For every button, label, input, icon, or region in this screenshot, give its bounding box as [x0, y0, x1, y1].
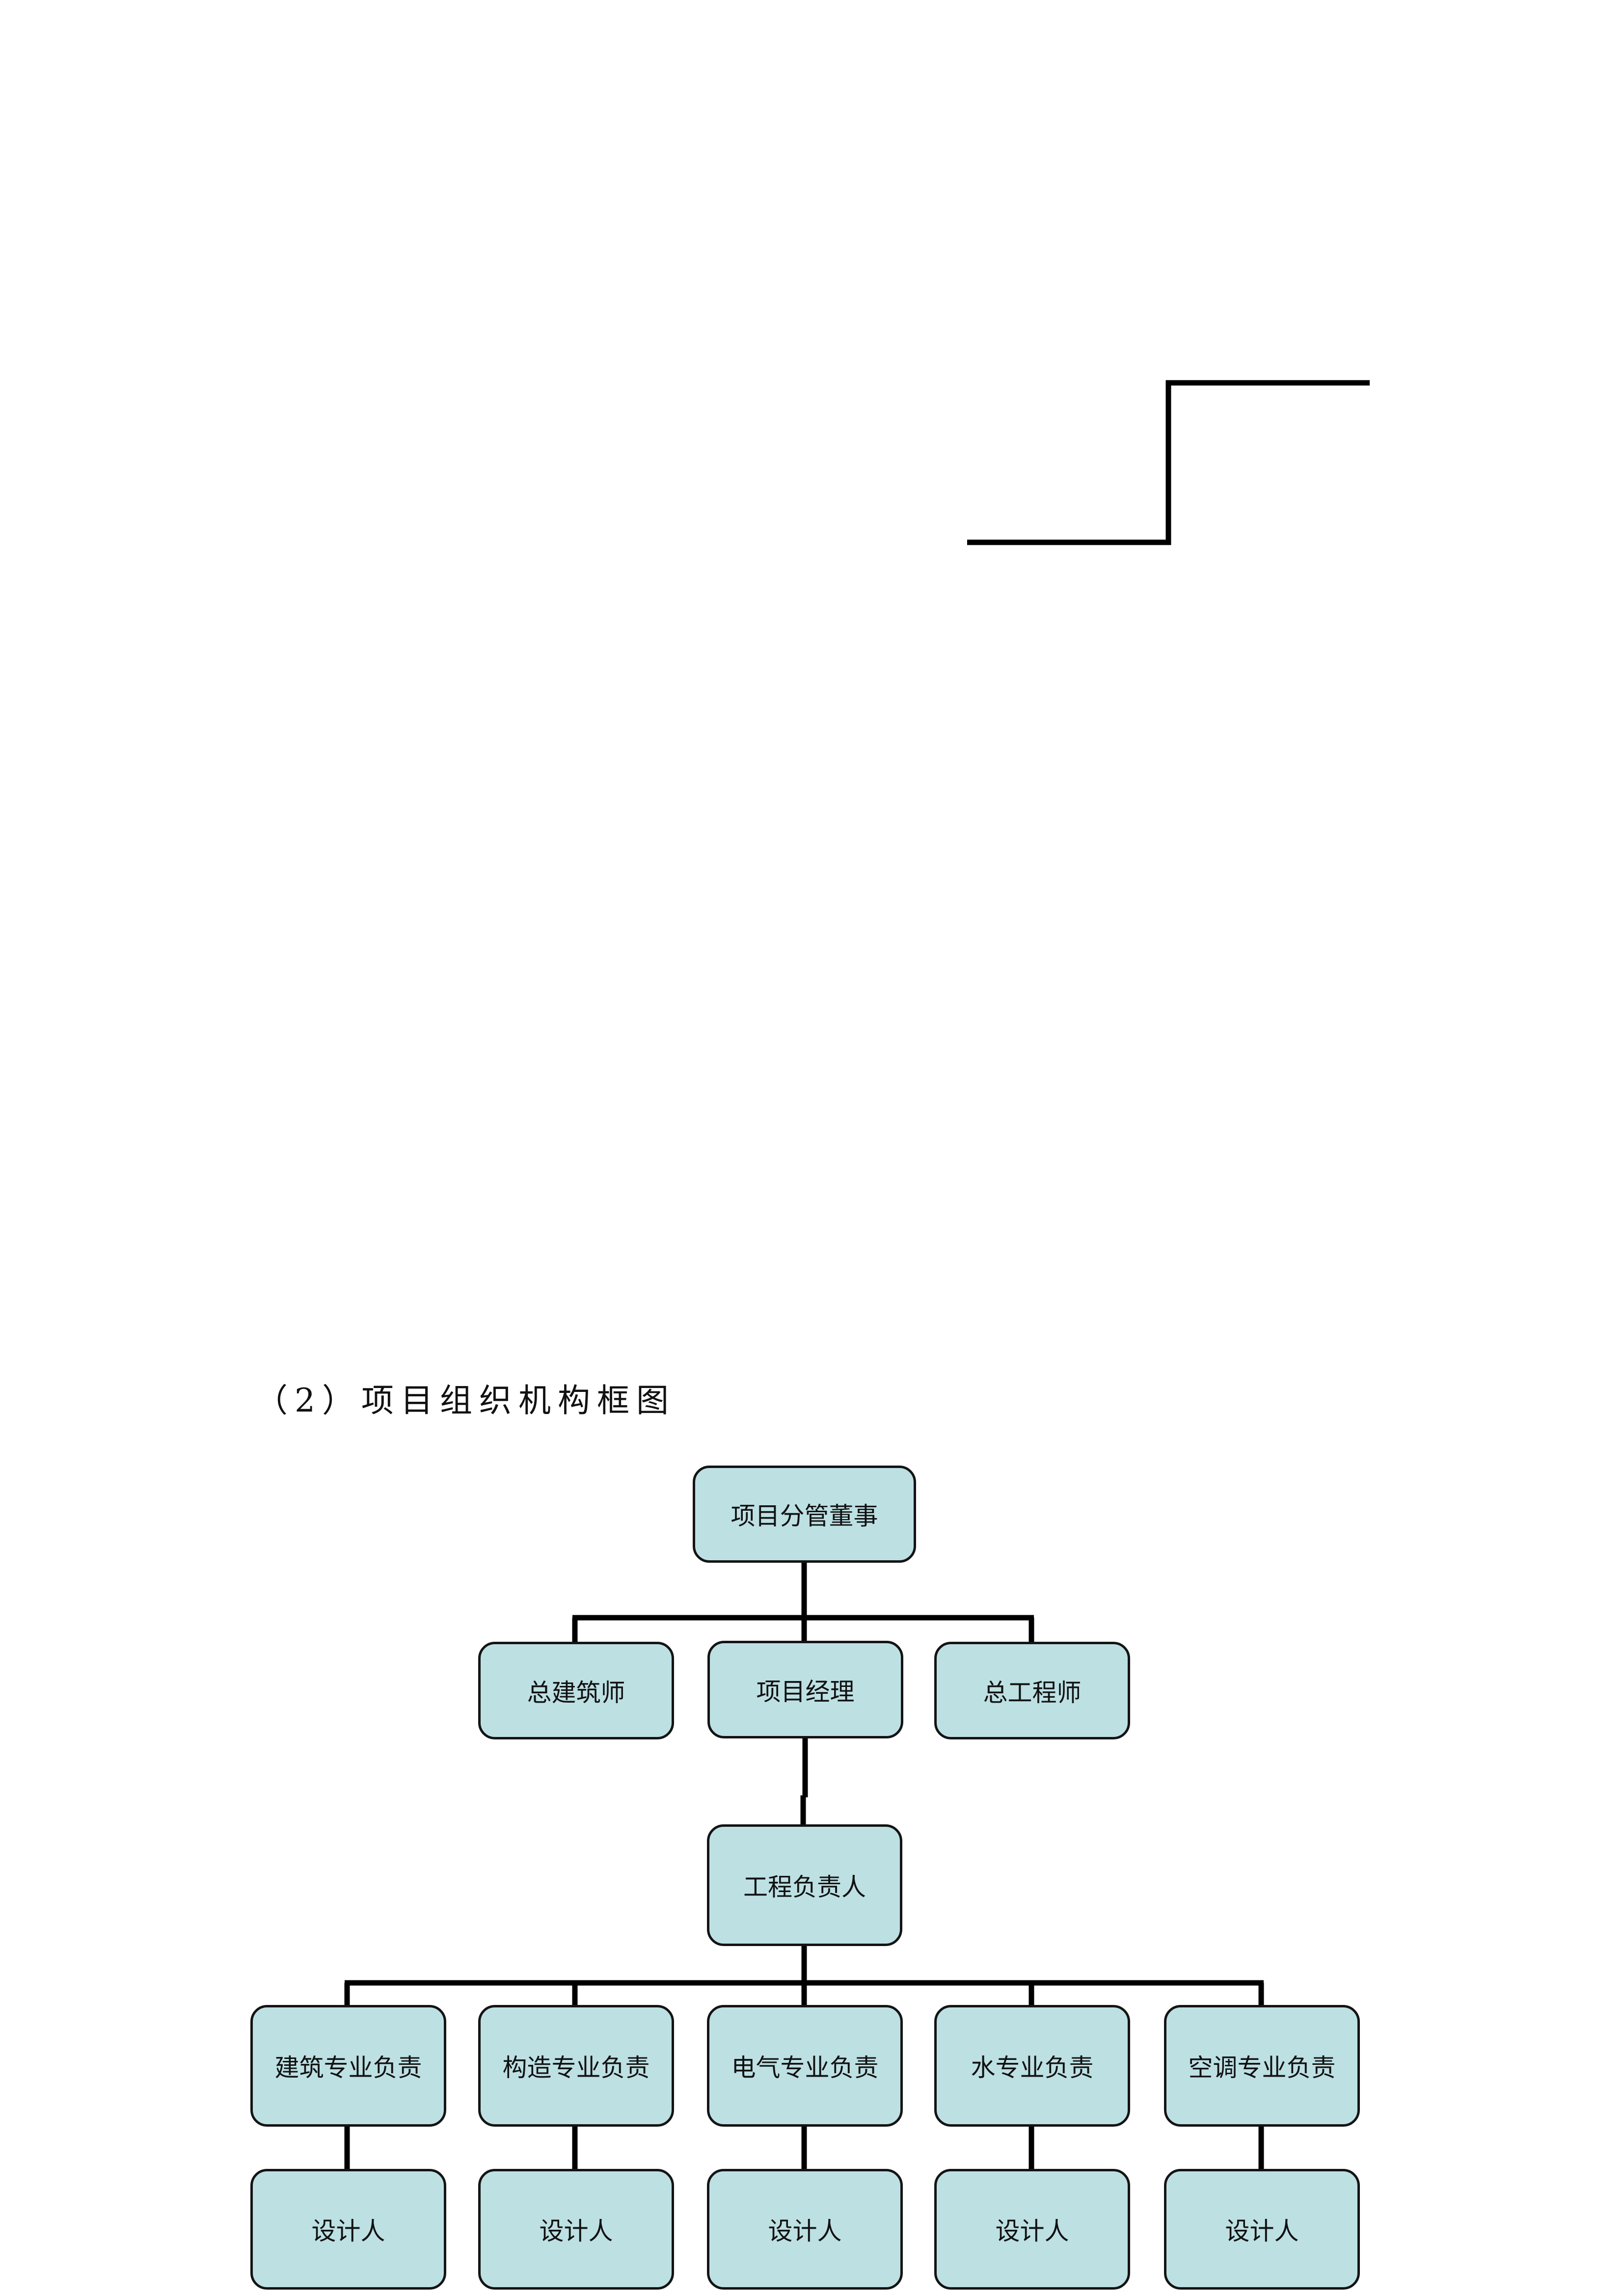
- node-structure-lead: 构造专业负责: [478, 2005, 674, 2127]
- diagram-caption: （2）项目组织机构框图: [255, 1382, 676, 1419]
- node-architecture-lead: 建筑专业负责: [250, 2005, 446, 2127]
- node-hvac-designer: 设计人: [1164, 2169, 1360, 2290]
- node-hvac-lead: 空调专业负责: [1164, 2005, 1360, 2127]
- node-plumbing-designer: 设计人: [934, 2169, 1130, 2290]
- node-architecture-designer: 设计人: [250, 2169, 446, 2290]
- node-plumbing-lead: 水专业负责: [934, 2005, 1130, 2127]
- node-project-manager: 项目经理: [707, 1641, 903, 1738]
- node-structure-designer: 设计人: [478, 2169, 674, 2290]
- node-electrical-designer: 设计人: [707, 2169, 903, 2290]
- node-electrical-lead: 电气专业负责: [707, 2005, 903, 2127]
- node-chief-engineer: 总工程师: [934, 1642, 1130, 1739]
- decorative-step-line: [967, 380, 1370, 545]
- node-project-director: 项目分管董事: [693, 1466, 916, 1563]
- node-chief-architect: 总建筑师: [478, 1642, 674, 1739]
- node-engineering-lead: 工程负责人: [707, 1824, 902, 1946]
